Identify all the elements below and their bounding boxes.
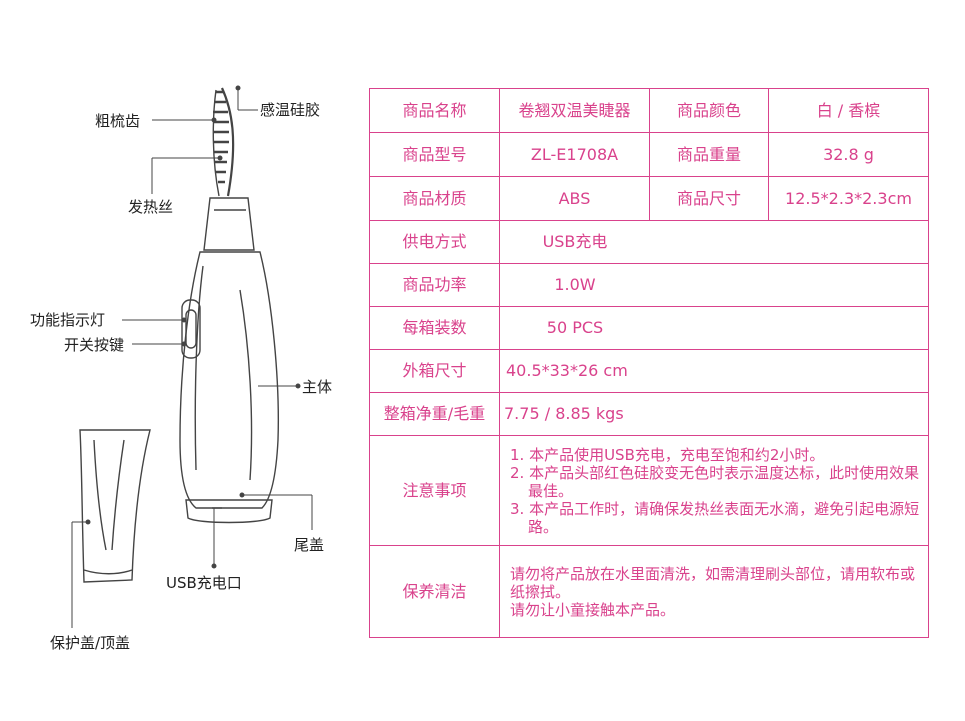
callout-tail-cap: 尾盖 xyxy=(294,536,325,554)
box-qty-label: 每箱装数 xyxy=(369,306,500,350)
table-row: 每箱装数 50 PCS xyxy=(369,306,929,350)
callout-heating-wire: 发热丝 xyxy=(128,198,174,216)
color-label: 商品颜色 xyxy=(649,88,769,133)
notes-label: 注意事项 xyxy=(369,435,500,546)
gross-label: 整箱净重/毛重 xyxy=(369,392,500,436)
switch-button-shape xyxy=(181,299,201,359)
power-value: USB充电 xyxy=(499,220,929,264)
care-item: 请勿将产品放在水里面清洗，如需清理刷头部位，请用软布或纸擦拭。 xyxy=(510,564,916,601)
care-cell: 请勿将产品放在水里面清洗，如需清理刷头部位，请用软布或纸擦拭。 请勿让小童接触本… xyxy=(499,545,929,638)
spec-table: 商品名称 卷翘双温美睫器 商品颜色 白 / 香槟 商品型号 ZL-E1708A … xyxy=(369,88,929,638)
callout-indicator: 功能指示灯 xyxy=(30,311,106,329)
table-row: 商品型号 ZL-E1708A 商品重量 32.8 g xyxy=(369,132,929,177)
wattage-label: 商品功率 xyxy=(369,263,500,307)
table-row: 外箱尺寸 40.5*33*26 cm xyxy=(369,349,929,393)
weight-label: 商品重量 xyxy=(649,132,769,177)
power-label: 供电方式 xyxy=(369,220,500,264)
comb-teeth-icon xyxy=(220,87,235,197)
table-row: 商品材质 ABS 商品尺寸 12.5*2.3*2.3cm xyxy=(369,176,929,221)
product-diagram xyxy=(71,85,313,628)
protect-cap-shape xyxy=(79,429,151,583)
care-item: 请勿让小童接触本产品。 xyxy=(510,600,676,619)
box-qty-value: 50 PCS xyxy=(499,306,929,350)
carton-label: 外箱尺寸 xyxy=(369,349,500,393)
gross-value: 7.75 / 8.85 kgs xyxy=(499,392,929,436)
callout-heat-silicone: 感温硅胶 xyxy=(260,101,321,119)
notes-cell: 1. 本产品使用USB充电，充电至饱和约2小时。 2. 本产品头部红色硅胶变无色… xyxy=(499,435,929,546)
callout-protect-cap: 保护盖/顶盖 xyxy=(50,634,131,652)
care-label: 保养清洁 xyxy=(369,545,500,638)
material-label: 商品材质 xyxy=(369,176,500,221)
name-value: 卷翘双温美睫器 xyxy=(499,88,650,133)
material-value: ABS xyxy=(499,176,650,221)
main-body-shape xyxy=(179,251,279,509)
color-value: 白 / 香槟 xyxy=(768,88,929,133)
table-row: 整箱净重/毛重 7.75 / 8.85 kgs xyxy=(369,392,929,436)
size-value: 12.5*2.3*2.3cm xyxy=(768,176,929,221)
weight-value: 32.8 g xyxy=(768,132,929,177)
tail-cap-shape xyxy=(185,499,273,524)
name-label: 商品名称 xyxy=(369,88,500,133)
model-value: ZL-E1708A xyxy=(499,132,650,177)
table-row: 注意事项 1. 本产品使用USB充电，充电至饱和约2小时。 2. 本产品头部红色… xyxy=(369,435,929,546)
callout-switch: 开关按键 xyxy=(64,336,125,354)
callout-usb-port: USB充电口 xyxy=(166,574,242,592)
callout-coarse-comb: 粗梳齿 xyxy=(95,112,141,130)
size-label: 商品尺寸 xyxy=(649,176,769,221)
callout-body: 主体 xyxy=(302,378,333,396)
note-item: 2. 本产品头部红色硅胶变无色时表示温度达标，此时使用效果最佳。 xyxy=(510,463,920,500)
table-row: 供电方式 USB充电 xyxy=(369,220,929,264)
table-row: 商品功率 1.0W xyxy=(369,263,929,307)
wattage-value: 1.0W xyxy=(499,263,929,307)
carton-value: 40.5*33*26 cm xyxy=(499,349,929,393)
note-item: 3. 本产品工作时，请确保发热丝表面无水滴，避免引起电源短路。 xyxy=(510,499,920,536)
table-row: 保养清洁 请勿将产品放在水里面清洗，如需清理刷头部位，请用软布或纸擦拭。 请勿让… xyxy=(369,545,929,638)
model-label: 商品型号 xyxy=(369,132,500,177)
note-item: 1. 本产品使用USB充电，充电至饱和约2小时。 xyxy=(510,445,825,464)
table-row: 商品名称 卷翘双温美睫器 商品颜色 白 / 香槟 xyxy=(369,88,929,133)
